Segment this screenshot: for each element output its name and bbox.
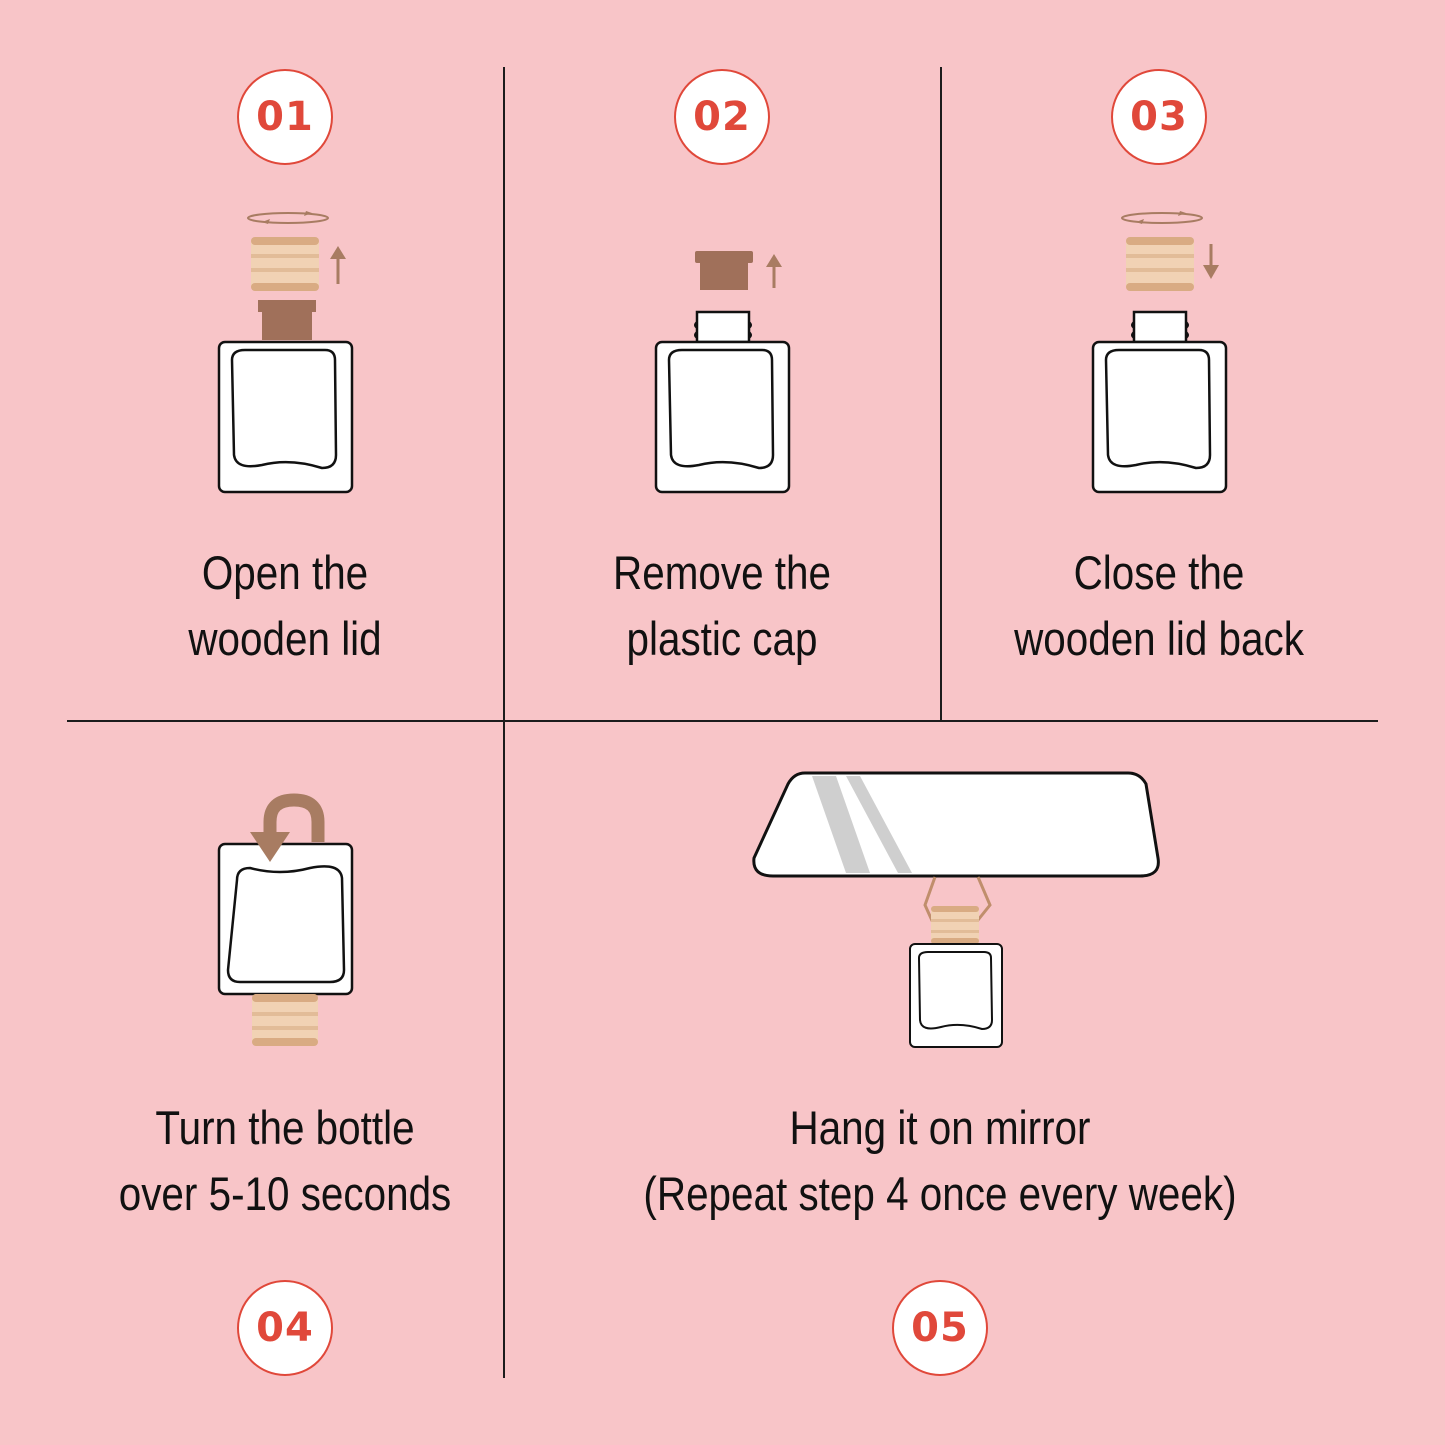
step-3-badge: 03 <box>1111 69 1207 165</box>
bottle-close-lid-icon <box>1091 211 1228 494</box>
step-4-badge: 04 <box>237 1280 333 1376</box>
step-2-line-1: Remove the <box>613 546 831 599</box>
step-2-line-2: plastic cap <box>626 612 818 665</box>
bottle-remove-cap-icon <box>654 251 791 494</box>
bottle-upside-down-icon <box>217 793 354 1046</box>
step-3-caption: Close the wooden lid back <box>974 540 1344 672</box>
step-4-line-2: over 5-10 seconds <box>118 1167 452 1220</box>
step-1-badge: 01 <box>237 69 333 165</box>
divider-vertical-top-2 <box>940 67 942 722</box>
step-5-caption: Hang it on mirror (Repeat step 4 once ev… <box>613 1095 1267 1227</box>
step-2-caption: Remove the plastic cap <box>537 540 907 672</box>
step-1-line-1: Open the <box>201 546 369 599</box>
step-1-caption: Open the wooden lid <box>100 540 470 672</box>
step-3-line-2: wooden lid back <box>1014 612 1304 665</box>
step-4-line-1: Turn the bottle <box>155 1101 415 1154</box>
divider-horizontal <box>67 720 1378 722</box>
step-5-line-2: (Repeat step 4 once every week) <box>643 1167 1237 1220</box>
mirror-hanging-bottle-icon <box>752 771 1160 1048</box>
step-4-caption: Turn the bottle over 5-10 seconds <box>100 1095 470 1227</box>
divider-vertical-bottom <box>503 722 505 1378</box>
step-5-line-1: Hang it on mirror <box>789 1101 1091 1154</box>
bottle-open-lid-icon <box>217 211 354 494</box>
step-5-badge: 05 <box>892 1280 988 1376</box>
step-1-line-2: wooden lid <box>188 612 382 665</box>
step-2-badge: 02 <box>674 69 770 165</box>
divider-vertical-top-1 <box>503 67 505 722</box>
step-3-line-1: Close the <box>1073 546 1245 599</box>
